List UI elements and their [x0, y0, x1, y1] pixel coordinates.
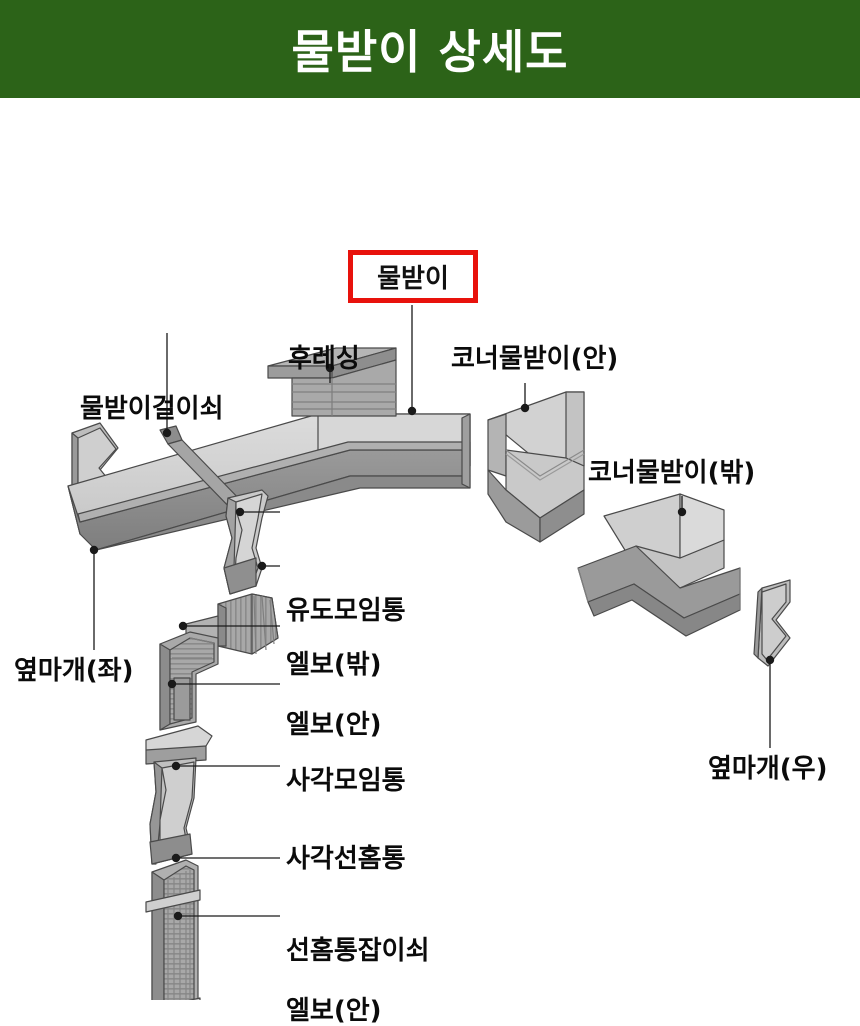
label-mulbatyi-text: 물받이: [377, 264, 449, 294]
part-corner-gutter-out: [577, 493, 741, 637]
part-downspout-bracket-upper: [145, 889, 201, 913]
label-elbow-outer: 엘보(밖): [286, 650, 382, 680]
part-end-cap-right: [753, 579, 791, 667]
part-corner-gutter-in: [487, 391, 585, 543]
part-square-downspout: [151, 859, 199, 1000]
label-huresing: 후레싱: [288, 344, 360, 374]
leader-dots: [89, 363, 775, 921]
label-square-downspout: 사각선홈통: [286, 844, 406, 874]
label-end-cap-right: 옆마개(우): [708, 754, 828, 784]
label-elbow-inner-upper: 엘보(안): [286, 710, 382, 740]
label-downspout-bracket: 선홈통잡이쇠: [286, 936, 430, 966]
label-corner-gutter-out: 코너물받이(밖): [588, 458, 756, 488]
label-gutter-hanger: 물받이걸이쇠: [80, 394, 224, 424]
part-guide-collector: [223, 489, 269, 595]
label-square-collector: 사각모임통: [286, 766, 406, 796]
label-corner-gutter-in: 코너물받이(안): [451, 344, 619, 374]
part-square-collector: [145, 725, 213, 865]
diagram-canvas: 물받이 후레싱 코너물받이(안) 물받이걸이쇠 코너물받이(밖) 유도모임통 옆…: [0, 98, 860, 1024]
header-banner: 물받이 상세도: [0, 0, 860, 98]
part-gutter-main: [67, 413, 471, 551]
part-elbow-inner-upper: [159, 631, 219, 731]
label-guide-collector: 유도모임통: [286, 596, 406, 626]
part-elbow-outer: [185, 593, 279, 655]
label-end-cap-left: 옆마개(좌): [14, 656, 134, 686]
label-mulbatyi-highlight: 물받이: [348, 250, 478, 303]
part-flashing: [267, 347, 397, 417]
gutter-system-illustration: [67, 305, 791, 1000]
page-title: 물받이 상세도: [291, 25, 569, 79]
label-elbow-inner-lower: 엘보(안): [286, 996, 382, 1026]
